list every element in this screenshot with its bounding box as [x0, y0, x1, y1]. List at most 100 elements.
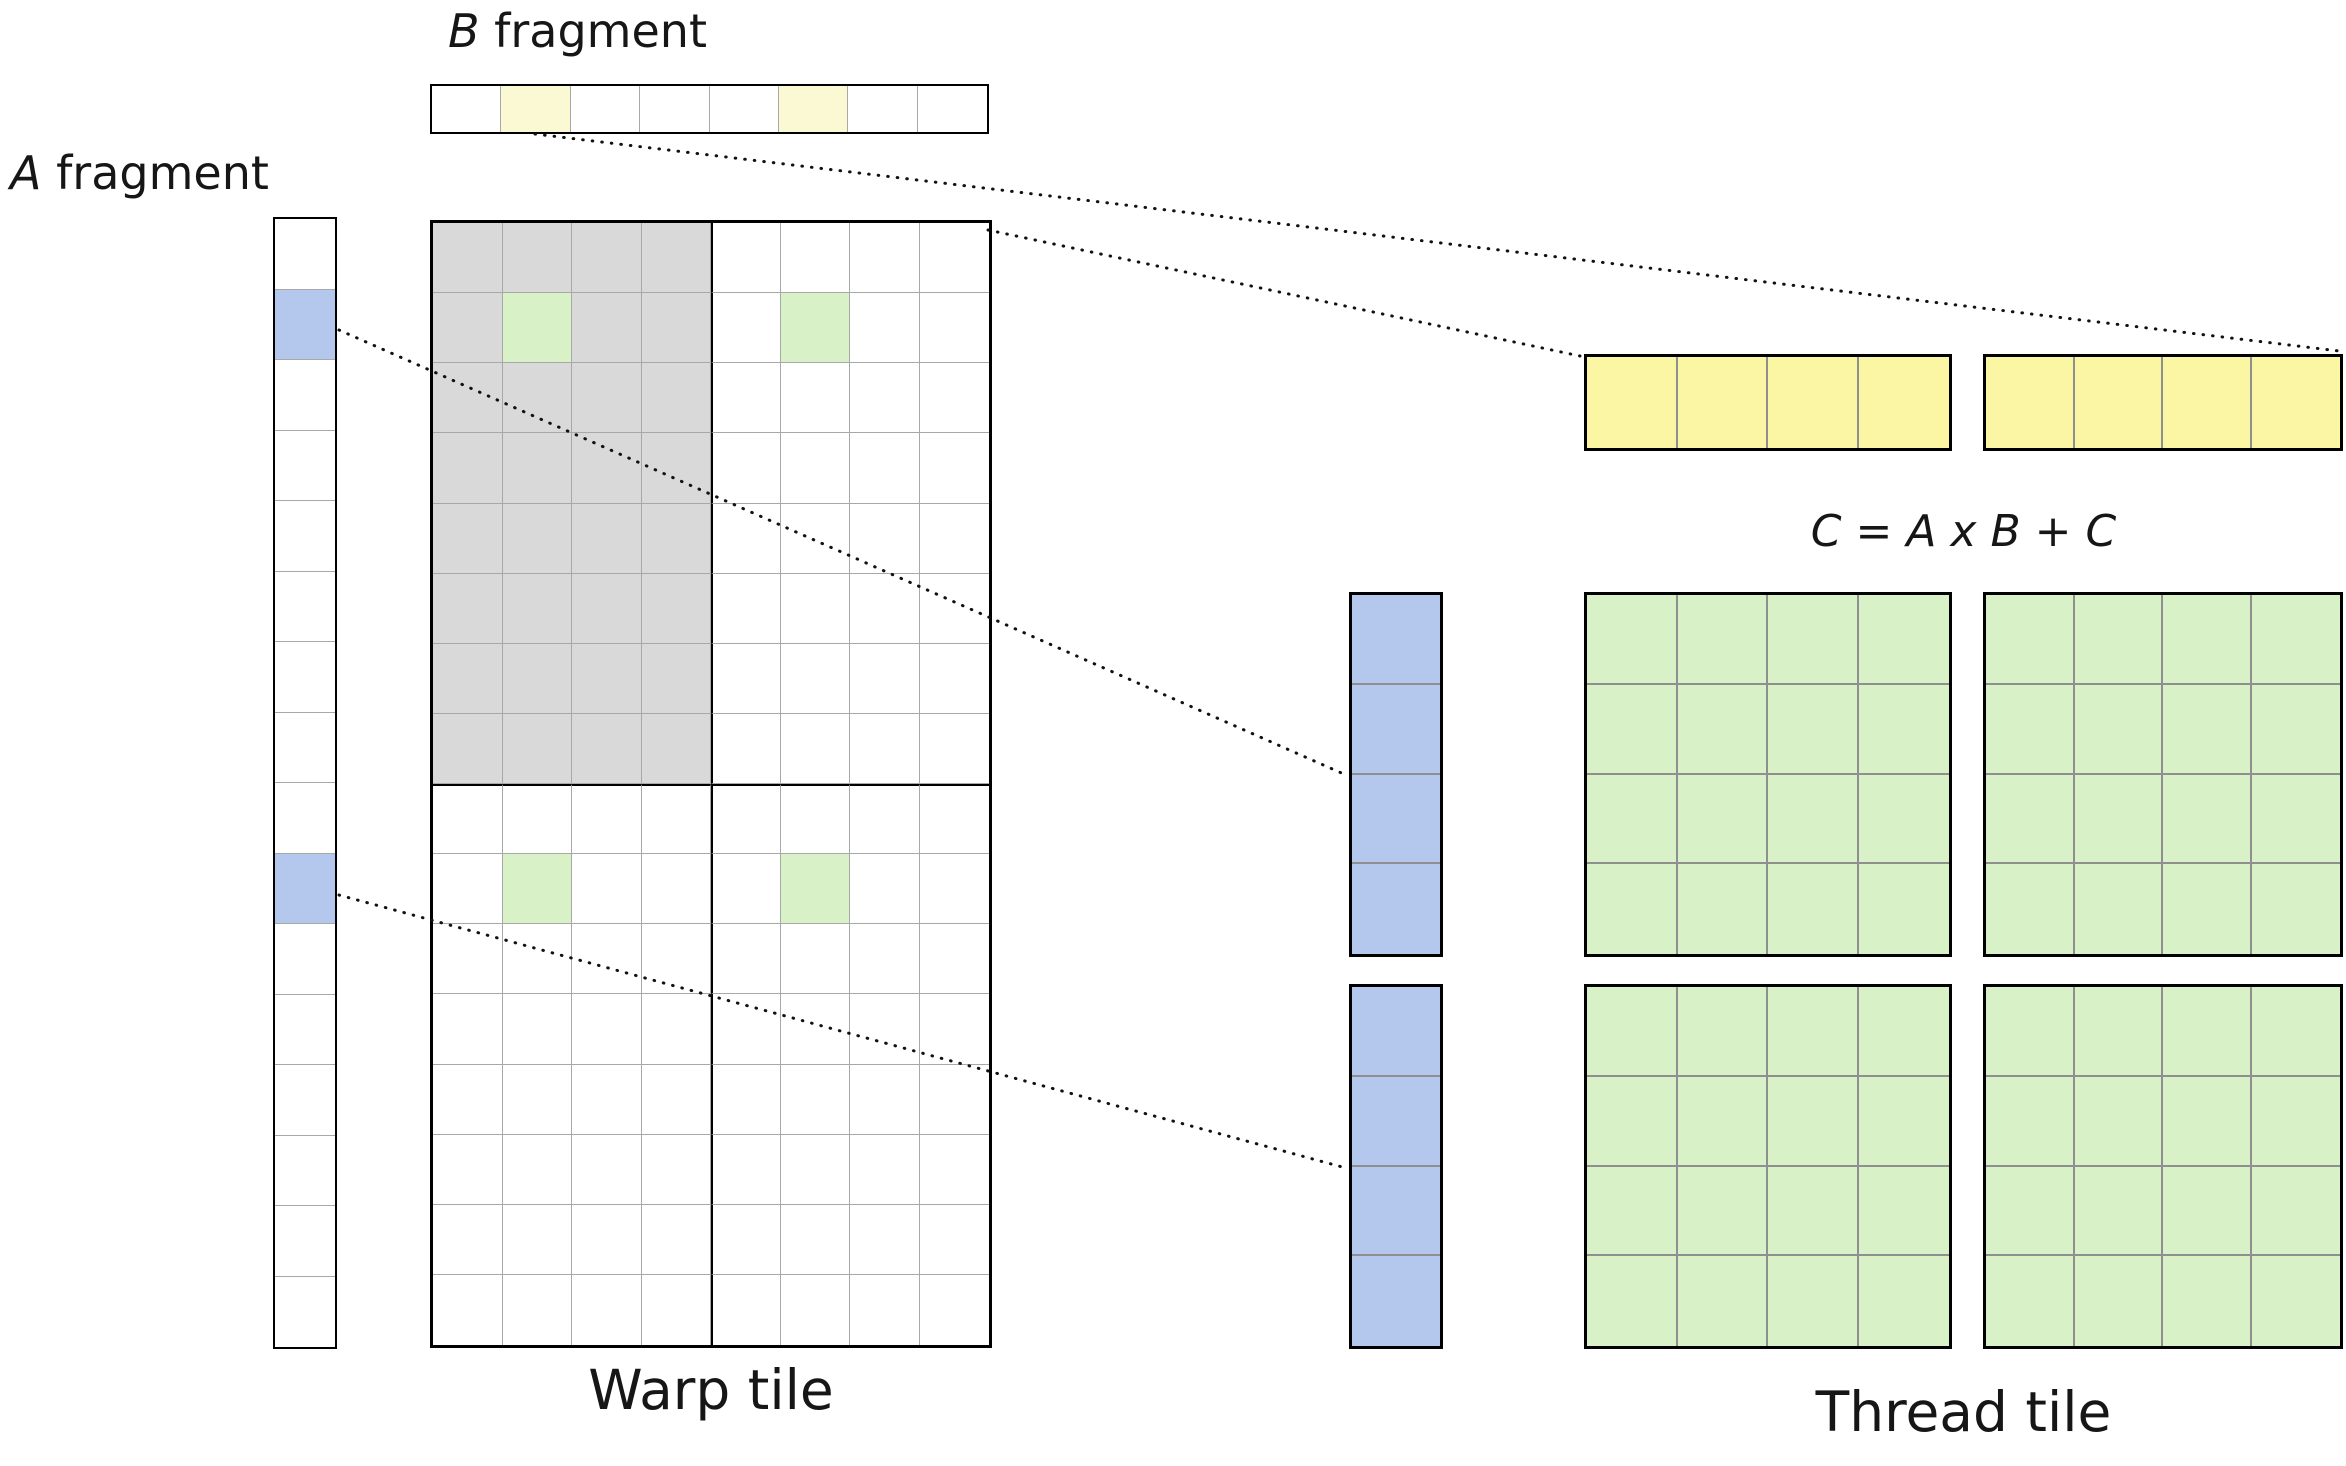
a-fragment-strip-cell [275, 994, 335, 1065]
warp-tile-grid-cell [433, 363, 503, 434]
thread-tile-bottom-left-cell [1768, 1076, 1859, 1167]
warp-tile-grid-cell [919, 994, 989, 1065]
thread-tile-bottom-right-cell [2074, 1256, 2163, 1346]
warp-tile-grid-cell [850, 1064, 920, 1135]
a-fragment-strip-cell [275, 1065, 335, 1136]
warp-tile-grid-cell [919, 223, 989, 294]
a-strip-expanded-bottom-cell [1352, 1166, 1440, 1257]
a-fragment-strip-cell [275, 360, 335, 431]
warp-tile-grid-cell [433, 1064, 503, 1135]
warp-tile-grid-cell [780, 293, 850, 364]
b-fragment-strip-cell [917, 86, 987, 132]
thread-tile-bottom-left-cell [1587, 987, 1678, 1077]
warp-tile-grid-cell [850, 1134, 920, 1205]
warp-tile-grid-cell [850, 924, 920, 995]
warp-tile-grid-cell [641, 573, 711, 644]
warp-tile-grid-cell [572, 1204, 642, 1275]
b-strip-expanded-left-cell [1587, 357, 1678, 448]
warp-tile-grid-cell [919, 784, 989, 855]
thread-tile-top-right-cell [2074, 774, 2163, 865]
warp-tile-grid-cell [502, 363, 572, 434]
warp-tile-grid-cell [641, 1274, 711, 1345]
warp-tile-grid-cell [919, 363, 989, 434]
warp-tile-grid-cell [711, 1204, 781, 1275]
b-fragment-label: B fragment [448, 4, 707, 58]
thread-tile-bottom-right-cell [1986, 1076, 2075, 1167]
warp-tile-grid-cell [780, 503, 850, 574]
warp-tile-grid-cell [711, 293, 781, 364]
warp-tile-grid-cell [711, 433, 781, 504]
thread-tile-top-left-cell [1768, 864, 1859, 954]
warp-tile-grid-cell [433, 784, 503, 855]
thread-tile-top-right-cell [1986, 684, 2075, 775]
a-fragment-strip-cell [275, 571, 335, 642]
warp-tile-grid-cell [850, 433, 920, 504]
b-fragment-strip-cell [432, 86, 502, 132]
a-fragment-strip-cell [275, 289, 335, 360]
thread-tile-top-right-cell [2251, 684, 2340, 775]
a-strip-expanded-top [1349, 592, 1443, 957]
a-fragment-strip-cell [275, 783, 335, 854]
warp-tile-grid [430, 220, 992, 1348]
warp-tile-grid-cell [433, 854, 503, 925]
warp-tile-grid-cell [502, 994, 572, 1065]
warp-tile-grid-cell [919, 713, 989, 784]
thread-tile-top-left-cell [1768, 595, 1859, 685]
warp-tile-grid-cell [502, 854, 572, 925]
thread-tile-top-right-cell [2074, 684, 2163, 775]
warp-tile-grid-cell [572, 854, 642, 925]
a-fragment-strip-cell [275, 924, 335, 995]
thread-tile-bottom-left-cell [1768, 1166, 1859, 1257]
warp-tile-grid-cell [572, 784, 642, 855]
warp-tile-grid-cell [572, 643, 642, 714]
thread-tile-bottom-right-cell [2074, 1166, 2163, 1257]
warp-tile-grid-cell [433, 643, 503, 714]
b-strip-expanded-left [1584, 354, 1952, 451]
warp-tile-grid-cell [502, 643, 572, 714]
thread-tile-bottom-right [1983, 984, 2343, 1349]
warp-tile-grid-cell [919, 503, 989, 574]
warp-tile-grid-cell [919, 293, 989, 364]
warp-tile-grid-cell [850, 854, 920, 925]
warp-tile-grid-cell [433, 1204, 503, 1275]
thread-tile-top-right-cell [2163, 774, 2252, 865]
warp-tile-grid-cell [850, 713, 920, 784]
thread-tile-top-right-cell [2251, 774, 2340, 865]
b-fragment-strip-cell [778, 86, 849, 132]
thread-tile-bottom-left-cell [1587, 1076, 1678, 1167]
warp-tile-grid-cell [711, 1064, 781, 1135]
thread-tile-bottom-left-cell [1858, 1076, 1949, 1167]
a-fragment-strip-cell [275, 430, 335, 501]
warp-tile-grid-cell [572, 223, 642, 294]
a-fragment-strip-cell [275, 1135, 335, 1206]
b-strip-expanded-left-cell [1677, 357, 1768, 448]
warp-tile-grid-cell [711, 223, 781, 294]
thread-tile-top-left-cell [1587, 595, 1678, 685]
thread-tile-bottom-left-cell [1677, 987, 1768, 1077]
a-fragment-strip-cell [275, 642, 335, 713]
thread-tile-bottom-left [1584, 984, 1952, 1349]
b-fragment-strip [430, 84, 989, 134]
a-strip-expanded-bottom-cell [1352, 987, 1440, 1077]
warp-tile-grid-cell [780, 994, 850, 1065]
warp-tile-grid-cell [502, 924, 572, 995]
warp-tile-grid-cell [780, 1134, 850, 1205]
warp-tile-grid-cell [502, 713, 572, 784]
b-fragment-strip-cell [640, 86, 710, 132]
warp-tile-grid-cell [502, 223, 572, 294]
warp-tile-grid-cell [850, 784, 920, 855]
thread-tile-top-left-cell [1858, 864, 1949, 954]
a-strip-expanded-top-cell [1352, 864, 1440, 954]
warp-tile-grid-cell [572, 1134, 642, 1205]
warp-tile-grid-cell [572, 433, 642, 504]
warp-tile-grid-cell [502, 293, 572, 364]
warp-tile-grid-cell [641, 363, 711, 434]
warp-tile-grid-cell [641, 713, 711, 784]
thread-tile-top-left-cell [1587, 864, 1678, 954]
warp-tile-grid-cell [502, 784, 572, 855]
warp-tile-grid-cell [711, 573, 781, 644]
warp-tile-grid-cell [433, 433, 503, 504]
warp-tile-grid-cell [919, 573, 989, 644]
warp-tile-grid-cell [641, 854, 711, 925]
warp-tile-grid-cell [780, 643, 850, 714]
